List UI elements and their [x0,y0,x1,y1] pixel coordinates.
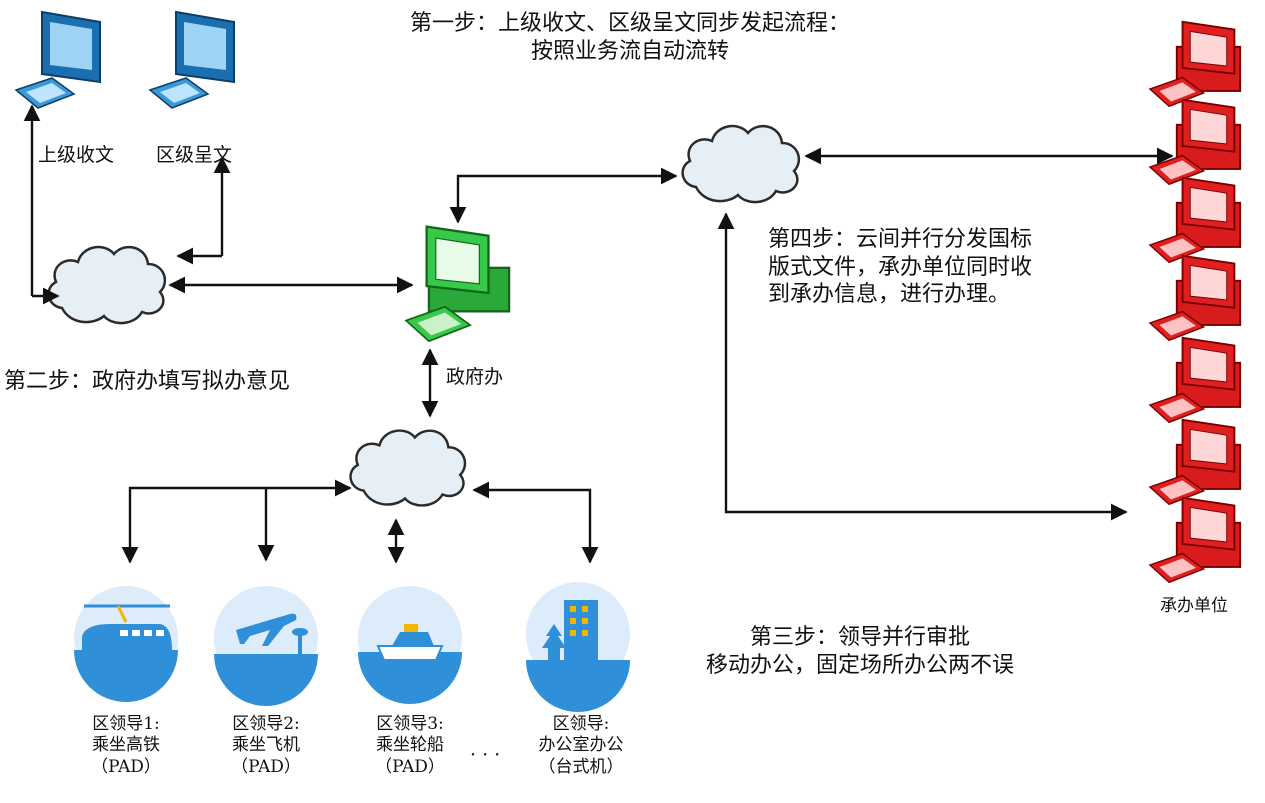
gov-office-pc-icon [404,225,511,343]
leader-4-line2: 办公室办公 [538,735,624,756]
leader-3-label: 区领导3: 乘坐轮船 （PAD） [350,714,470,778]
cloud-top-icon [681,124,801,204]
step2-line1: 第二步：政府办填写拟办意见 [4,369,291,394]
cloud-left-icon [47,245,167,325]
leader-2-line2: 乘坐飞机 [232,735,300,756]
airplane-icon [214,586,318,706]
leader-1-label: 区领导1: 乘坐高铁 （PAD） [66,714,186,778]
leader-1-line1: 区领导1: [92,714,160,734]
office-building-icon [526,582,630,712]
leader-3-line2: 乘坐轮船 [376,735,444,756]
step4-line3: 到承办信息，进行办理。 [768,282,1011,307]
step1-text: 第一步：上级收文、区级呈文同步发起流程： 按照业务流自动流转 [350,10,910,65]
cloud-bottom-icon [349,429,467,507]
step1-line2: 按照业务流自动流转 [530,38,729,64]
district-doc-pc-icon [149,11,235,109]
leader-4-line3: （台式机） [538,756,624,777]
gov-office-label: 政府办 [446,366,504,388]
step4-line1: 第四步：云间并行分发国标 [768,227,1033,252]
upper-doc-label: 上级收文 [38,144,115,166]
ship-icon [358,586,462,704]
step2-text: 第二步：政府办填写拟办意见 [4,368,290,396]
leader-3-line1: 区领导3: [376,714,444,734]
leader-4-label: 区领导: 办公室办公 （台式机） [516,714,646,778]
step1-line1: 第一步：上级收文、区级呈文同步发起流程： [409,11,850,36]
step4-text: 第四步：云间并行分发国标 版式文件，承办单位同时收 到承办信息，进行办理。 [768,226,1032,309]
leader-3-line3: （PAD） [375,756,445,777]
train-icon [74,586,178,702]
leader-2-label: 区领导2: 乘坐飞机 （PAD） [206,714,326,778]
district-doc-label: 区级呈文 [156,144,233,166]
leader-4-line1: 区领导: [552,714,610,734]
handling-units-pc-stack-icon [1148,20,1242,584]
leader-1-line3: （PAD） [91,756,161,777]
leader-2-line1: 区领导2: [232,714,300,734]
ellipsis-text: · · · [470,744,501,766]
step4-line2: 版式文件，承办单位同时收 [768,254,1033,280]
leader-2-line3: （PAD） [231,756,301,777]
step3-line2: 移动办公，固定场所办公两不误 [705,652,1014,678]
handling-units-label: 承办单位 [1160,596,1228,616]
step3-text: 第三步：领导并行审批 移动办公，固定场所办公两不误 [660,624,1060,679]
connector-lines [23,104,1174,564]
step3-line1: 第三步：领导并行审批 [749,625,970,650]
upper-doc-pc-icon [15,11,101,109]
leader-1-line2: 乘坐高铁 [92,735,160,756]
